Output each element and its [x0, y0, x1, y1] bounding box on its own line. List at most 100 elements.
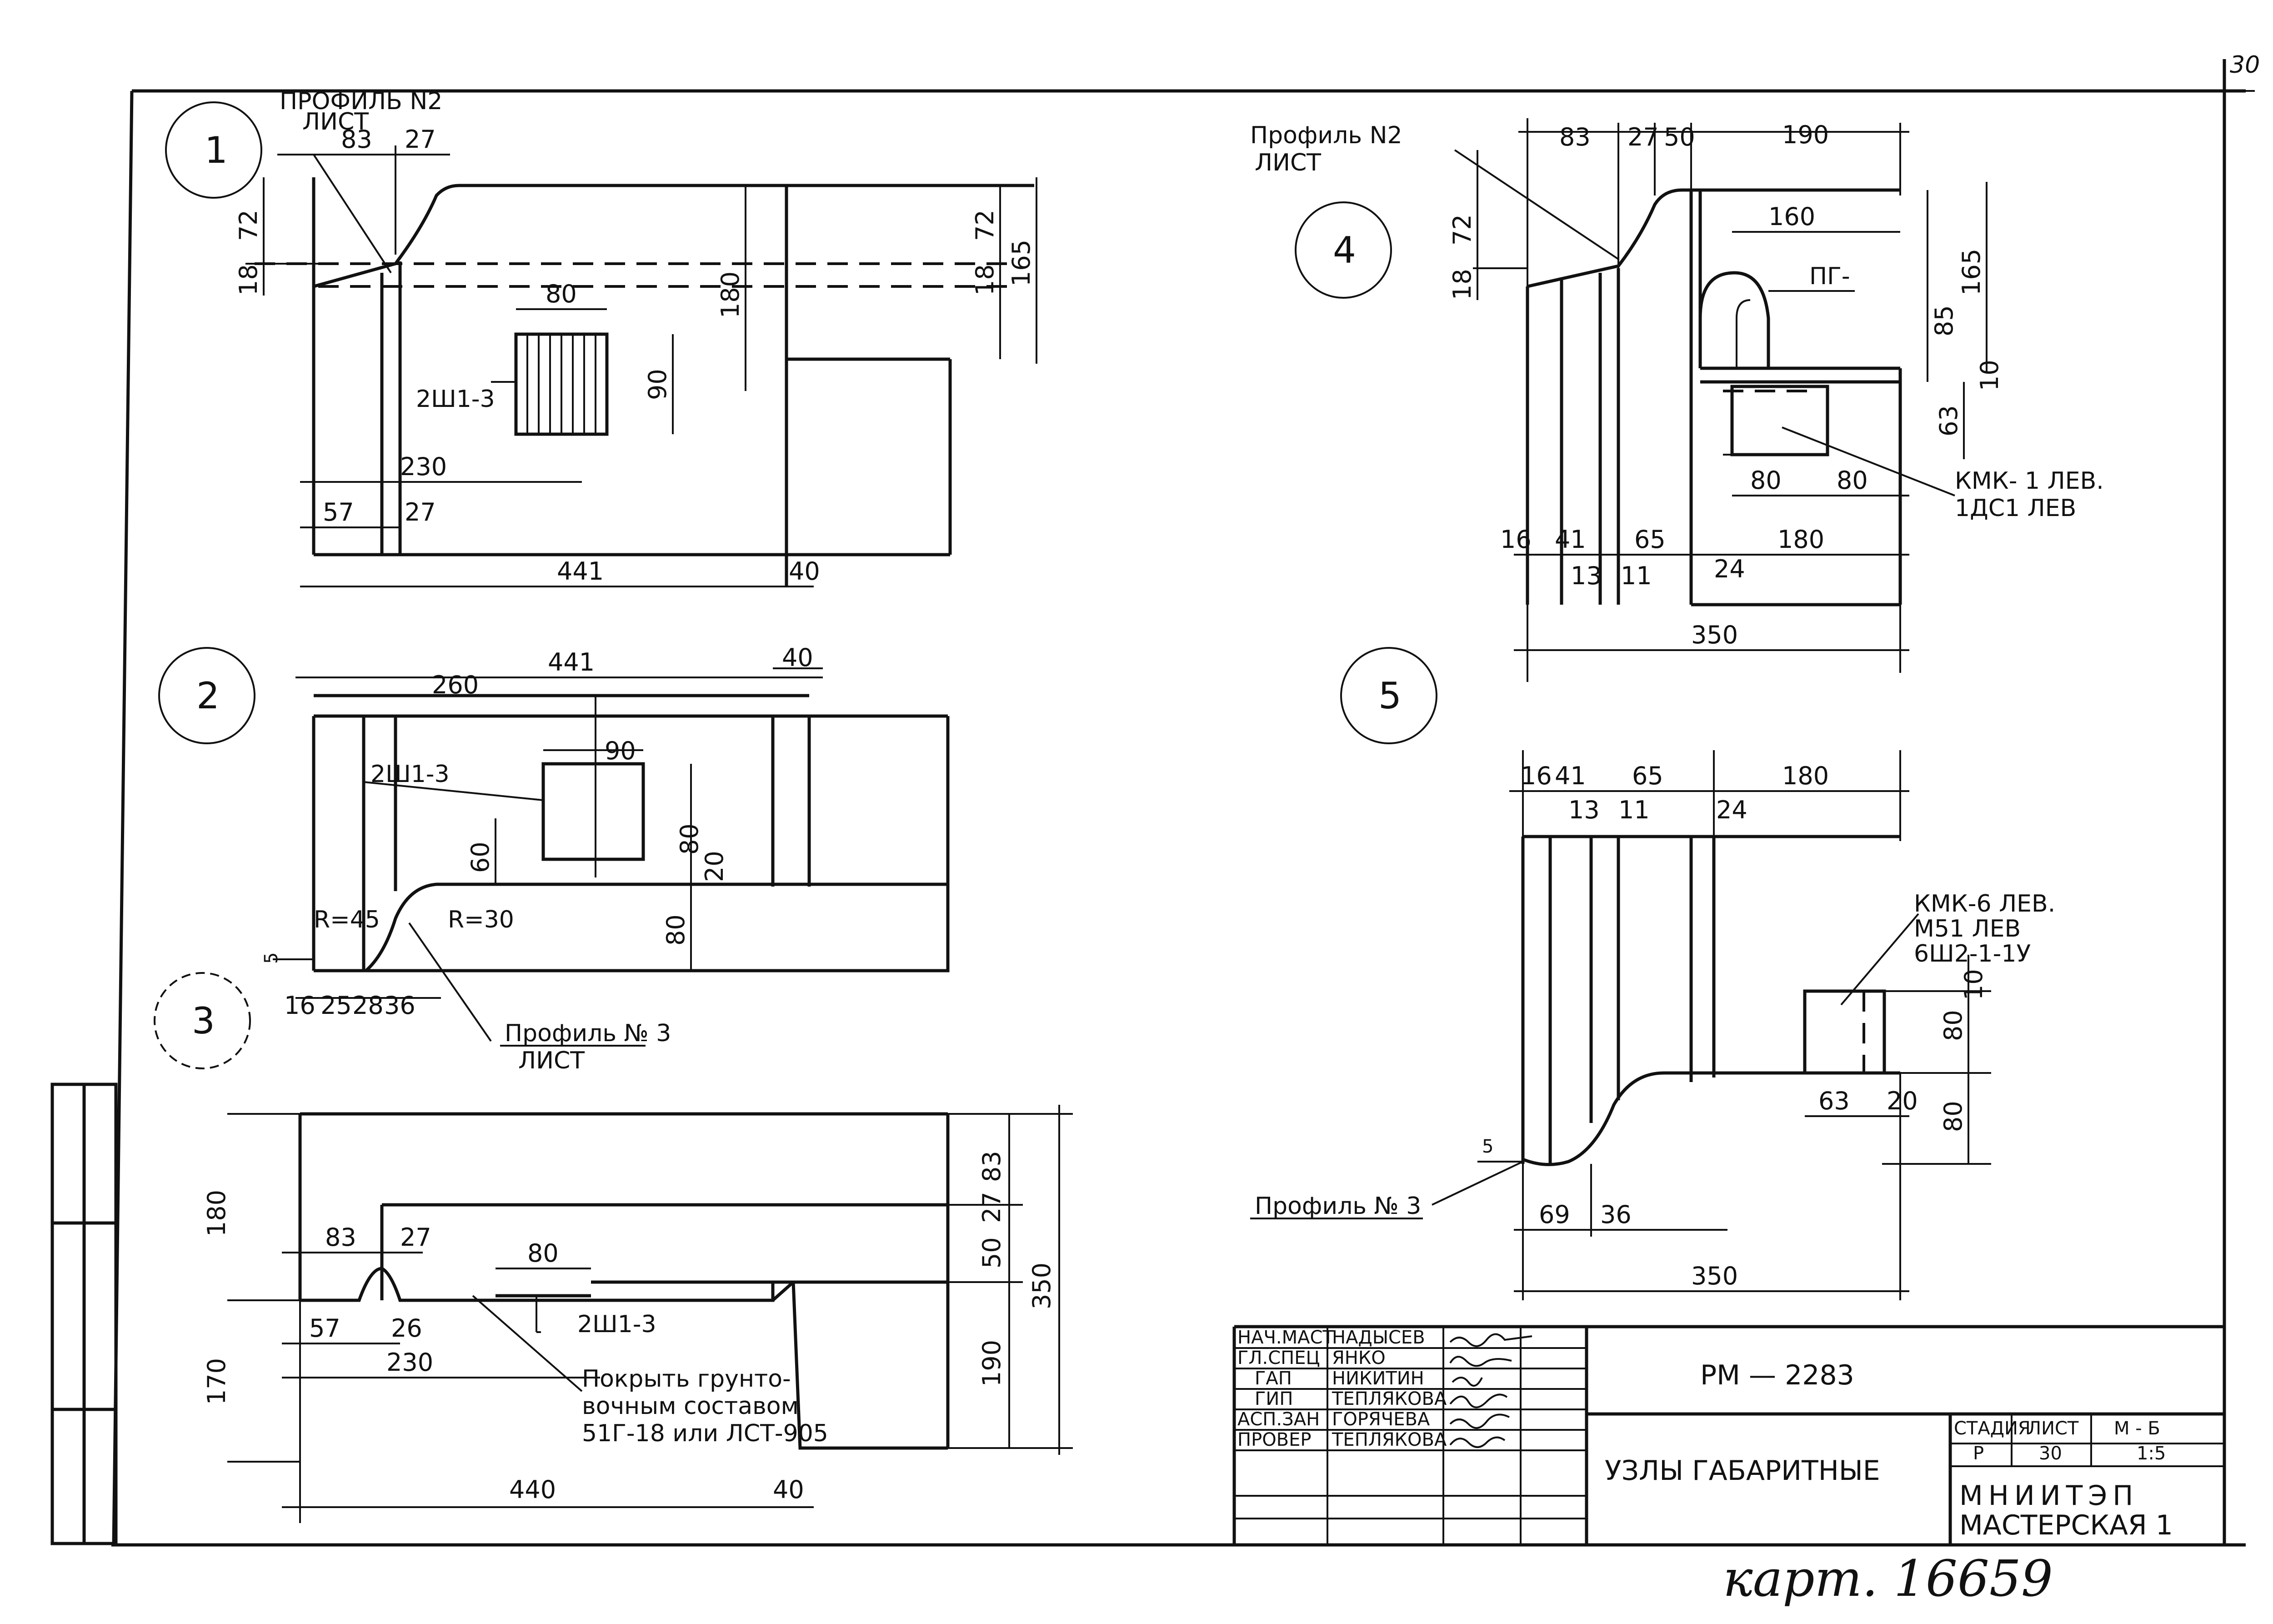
- view-number-3-text: 3: [192, 1000, 215, 1042]
- d4-dim-80b: 80: [1837, 466, 1868, 495]
- d2-dim-5: 5: [261, 952, 282, 964]
- d3-dim-27: 27: [400, 1223, 431, 1252]
- d1-dim-441: 441: [557, 557, 604, 586]
- d1-dim-180: 180: [716, 271, 745, 318]
- d2-radius-45: R=45: [314, 906, 380, 933]
- title-block: НАЧ.МАСТ ГЛ.СПЕЦ ГАП ГИП АСП.ЗАН ПРОВЕР …: [1232, 1325, 2224, 1545]
- d1-dim-18: 18: [234, 264, 263, 296]
- d1-dim-72: 72: [234, 210, 263, 241]
- detail-3: 180 170 83 27 80 57 26 230 440 40 83 27 …: [202, 1105, 1073, 1523]
- d2-dim-80b: 80: [661, 914, 690, 946]
- d5-dim-16: 16: [1521, 762, 1552, 790]
- view-number-3: 3: [154, 972, 251, 1069]
- d4-dim-180: 180: [1777, 525, 1824, 554]
- d4-dim-18: 18: [1448, 269, 1477, 300]
- d3-dim-83b: 83: [977, 1151, 1006, 1182]
- d4-kmk-line1: КМК- 1 ЛЕВ.: [1955, 467, 2104, 495]
- d3-dim-350: 350: [1027, 1263, 1056, 1309]
- view-number-2: 2: [158, 647, 255, 744]
- d5-dim-69: 69: [1539, 1200, 1570, 1229]
- d1-dim-27b: 27: [405, 498, 436, 526]
- view-number-4: 4: [1295, 201, 1392, 299]
- d2-dim-20: 20: [700, 851, 729, 882]
- d1-dim-40: 40: [789, 557, 820, 586]
- tb-role-1: ГЛ.СПЕЦ: [1237, 1348, 1320, 1368]
- d4-dim-165: 165: [1957, 249, 1986, 296]
- d4-dim-13: 13: [1571, 561, 1602, 590]
- d4-profile-sub: ЛИСТ: [1255, 149, 1321, 176]
- handwritten-note: карт. 16659: [1723, 1549, 2053, 1608]
- d3-dim-80: 80: [527, 1239, 559, 1268]
- d4-dim-24: 24: [1714, 555, 1745, 583]
- d5-dim-11: 11: [1618, 796, 1650, 824]
- tb-scale-header: М - Б: [2114, 1418, 2160, 1439]
- d5-dim-350: 350: [1691, 1262, 1738, 1290]
- d1-profile-ref: ПРОФИЛЬ N2: [280, 88, 442, 115]
- d2-dim-90: 90: [605, 737, 636, 765]
- tb-role-2: ГАП: [1255, 1368, 1292, 1389]
- d4-dim-27: 27: [1627, 123, 1659, 151]
- d4-dim-16: 16: [1500, 525, 1532, 554]
- d5-dim-10: 10: [1959, 969, 1988, 1000]
- d3-dim-57: 57: [309, 1314, 340, 1343]
- tb-name-2: НИКИТИН: [1332, 1368, 1424, 1389]
- tb-org-line2: МАСТЕРСКАЯ 1: [1959, 1509, 2173, 1541]
- d3-dim-27b: 27: [977, 1192, 1006, 1223]
- d3-dim-170: 170: [202, 1358, 231, 1405]
- d1-dim-230: 230: [400, 452, 447, 481]
- tb-scale-value: 1:5: [2137, 1443, 2166, 1464]
- d1-dim-72b: 72: [971, 210, 999, 241]
- d1-dim-27: 27: [405, 125, 436, 154]
- d4-dim-80a: 80: [1750, 466, 1782, 495]
- d1-dim-80: 80: [546, 280, 577, 308]
- tb-sheet-title: УЗЛЫ ГАБАРИТНЫЕ: [1605, 1455, 1880, 1487]
- d5-kmk-line1: КМК-6 ЛЕВ.: [1914, 890, 2055, 917]
- tb-stage-header: СТАДИЯ: [1954, 1418, 2031, 1439]
- tb-name-3: ТЕПЛЯКОВА: [1332, 1388, 1447, 1409]
- d1-dim-165: 165: [1007, 240, 1036, 286]
- d2-dim-28: 28: [352, 991, 384, 1020]
- signatures: [1449, 1333, 1532, 1448]
- d2-profile-sub: ЛИСТ: [518, 1047, 585, 1074]
- d4-dim-350: 350: [1691, 621, 1738, 649]
- tb-role-0: НАЧ.МАСТ: [1237, 1327, 1334, 1348]
- d4-dim-41: 41: [1555, 525, 1586, 554]
- detail-2: 441 40 260 90 60 80 20 80 16 25 28 36 5 …: [261, 643, 950, 1074]
- d4-dim-50: 50: [1664, 123, 1695, 151]
- tb-name-5: ТЕПЛЯКОВА: [1332, 1429, 1447, 1450]
- d5-dim-24: 24: [1716, 796, 1747, 824]
- d5-kmk-line3: 6Ш2-1-1У: [1914, 940, 2031, 967]
- detail-1: ПРОФИЛЬ N2 ЛИСТ 83 27 72 18 80 180 90 72…: [234, 88, 1037, 587]
- tb-role-5: ПРОВЕР: [1237, 1429, 1312, 1450]
- d1-dim-90: 90: [643, 369, 672, 400]
- d5-dim-13: 13: [1568, 796, 1600, 824]
- d4-label-pg: ПГ-: [1809, 263, 1850, 290]
- d3-dim-26: 26: [391, 1314, 422, 1343]
- view-number-2-text: 2: [196, 675, 220, 717]
- tb-stage-value: Р: [1973, 1443, 1984, 1464]
- d2-profile-ref: Профиль № 3: [505, 1020, 671, 1047]
- detail-4: Профиль N2 ЛИСТ 83 27 50 190 72 18 160 1…: [1250, 118, 2104, 682]
- d5-kmk-line2: М51 ЛЕВ: [1914, 915, 2021, 942]
- d2-dim-40: 40: [782, 643, 813, 672]
- d1-dim-83: 83: [341, 125, 372, 154]
- d4-dim-63: 63: [1934, 405, 1963, 436]
- d1-panel-label: 2Ш1-3: [416, 386, 495, 413]
- d5-dim-63: 63: [1818, 1087, 1850, 1115]
- d3-dim-50: 50: [977, 1237, 1006, 1268]
- tb-sheet-header: ЛИСТ: [2028, 1418, 2079, 1439]
- d3-dim-83: 83: [325, 1223, 356, 1252]
- d2-dim-36: 36: [384, 991, 416, 1020]
- tb-project-code: РМ — 2283: [1700, 1359, 1854, 1391]
- d5-dim-180: 180: [1782, 762, 1829, 790]
- d3-note-line3: 51Г-18 или ЛСТ-905: [582, 1420, 828, 1447]
- d4-dim-11: 11: [1621, 561, 1652, 590]
- d5-dim-80b: 80: [1939, 1101, 1968, 1132]
- d2-dim-16: 16: [284, 991, 315, 1020]
- d2-dim-60: 60: [466, 842, 495, 873]
- d3-dim-440: 440: [509, 1475, 556, 1504]
- d4-profile-ref: Профиль N2: [1250, 122, 1402, 149]
- d3-dim-180: 180: [202, 1190, 231, 1237]
- view-number-5: 5: [1340, 647, 1437, 744]
